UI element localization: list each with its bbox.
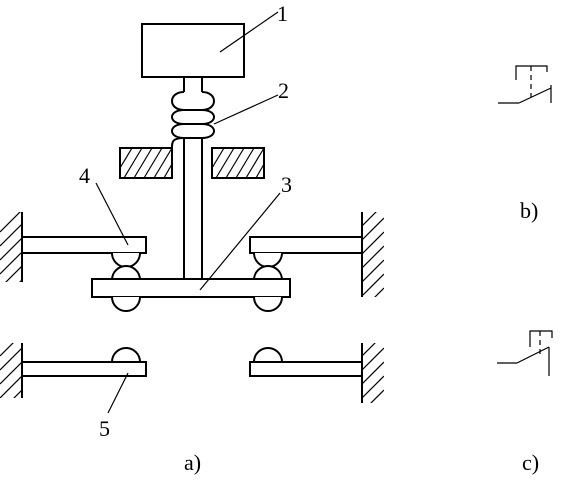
movable-bridge: [91, 265, 291, 312]
caption-c: c): [522, 450, 539, 475]
label-part-2: 2: [278, 78, 289, 103]
label-part-4: 4: [79, 163, 90, 188]
button-head: [141, 23, 245, 78]
upper-fixed-contacts: [0, 212, 384, 297]
label-part-3: 3: [281, 172, 292, 197]
label-part-5: 5: [99, 416, 110, 441]
leader-5: [107, 372, 129, 414]
caption-b: b): [520, 198, 538, 223]
caption-a: a): [184, 450, 201, 475]
symbol-c-actuator: [529, 330, 553, 347]
leader-2: [213, 94, 279, 125]
leader-3: [199, 192, 281, 291]
view-a: 1 2 3 4 5 a): [0, 1, 384, 475]
return-spring: [171, 91, 215, 149]
view-c-symbol: c): [497, 330, 553, 475]
view-b-symbol: b): [498, 65, 552, 223]
lower-fixed-contacts: [0, 343, 384, 403]
leader-4: [95, 182, 129, 246]
symbol-c-moving-contact: [516, 346, 550, 364]
symbol-b-moving-contact: [518, 87, 552, 104]
label-part-1: 1: [277, 1, 288, 26]
leader-1: [219, 11, 279, 53]
guide-plate: [119, 147, 265, 179]
